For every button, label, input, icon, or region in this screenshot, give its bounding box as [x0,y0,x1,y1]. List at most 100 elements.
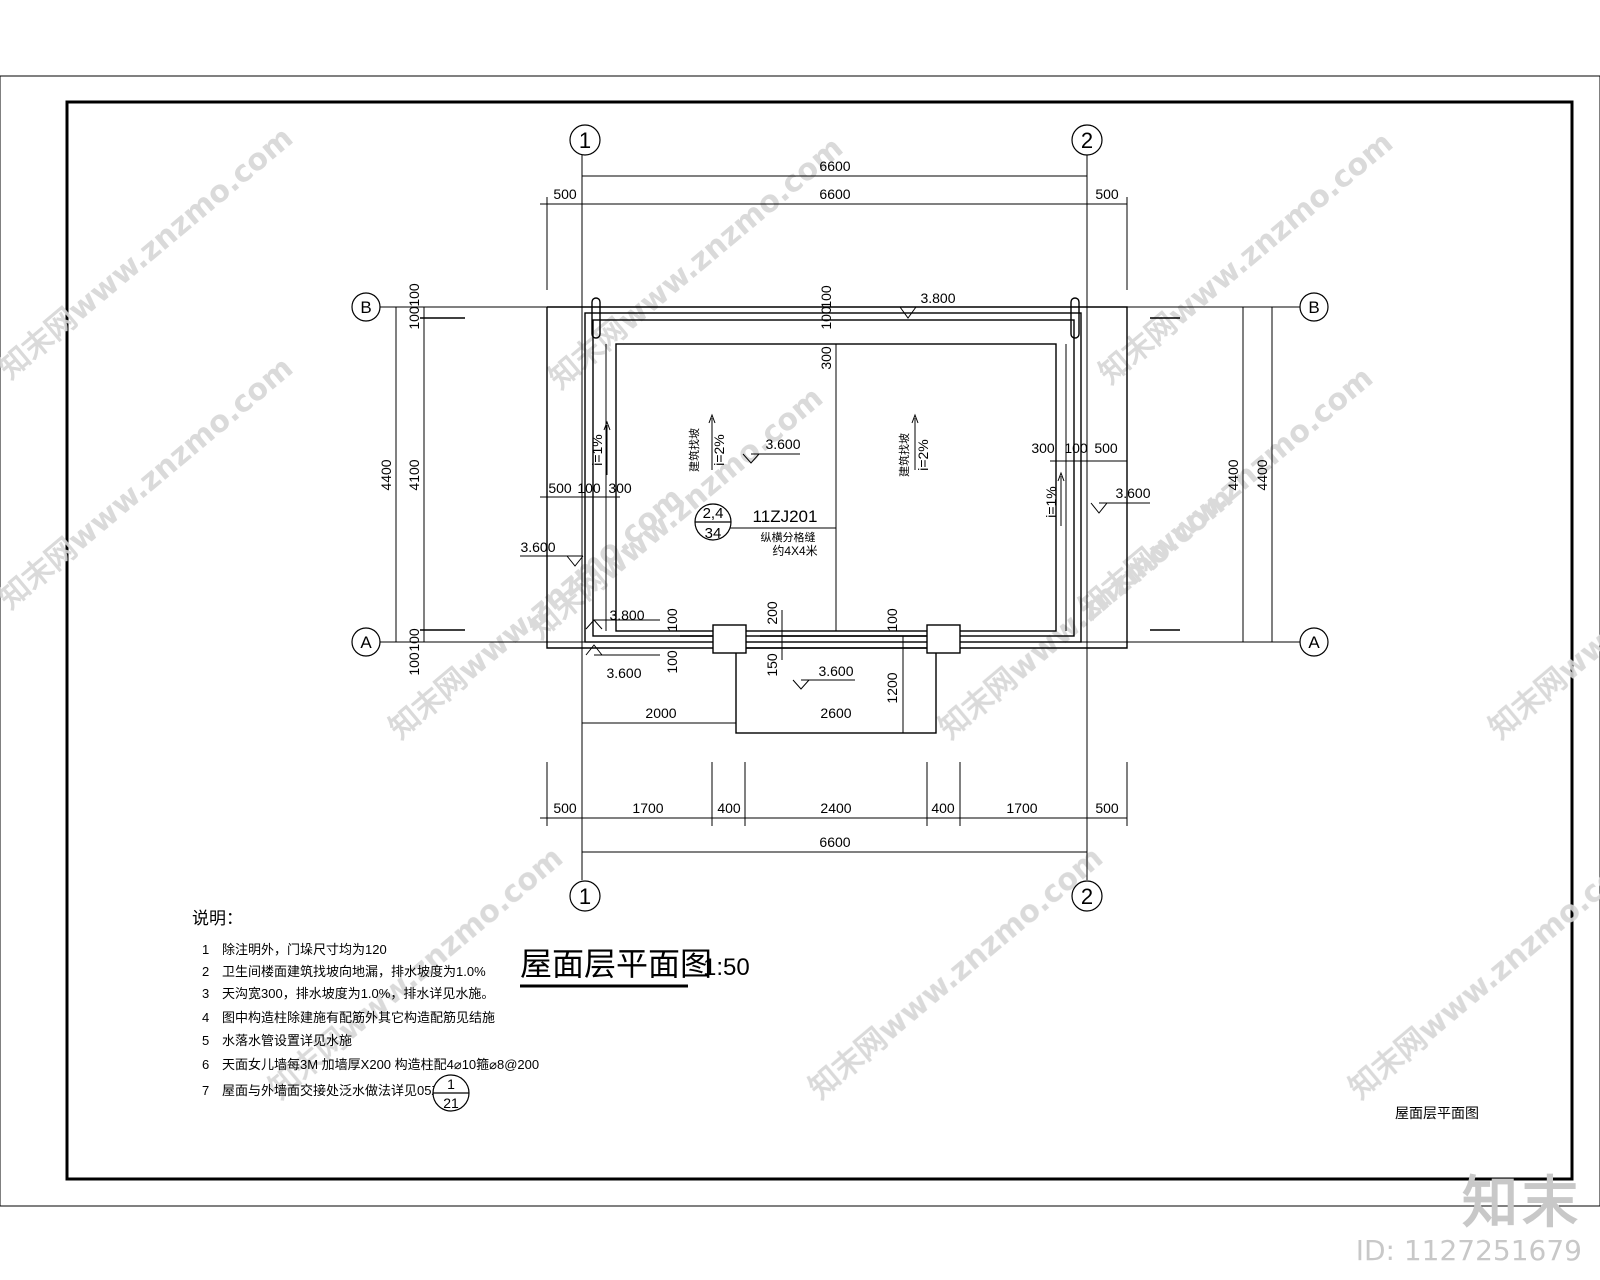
dim-right-500: 500 [1094,440,1118,456]
detail-callout-bottom: 34 [705,525,722,542]
dim-mid-100-a: 100 [818,285,834,309]
dim-left-100-bot: 100 [406,628,422,652]
slope-roof-right-note: 建筑找坡 [897,433,911,477]
dim-mid-300: 300 [818,346,834,370]
grid-label-b-left: B [360,298,371,317]
note-number: 5 [202,1033,209,1048]
grid-label-b-right: B [1308,298,1319,317]
note-text: 天沟宽300，排水坡度为1.0%，排水详见水施。 [222,986,494,1001]
grid-label-1-bottom: 1 [579,884,591,909]
note-number: 1 [202,942,209,957]
slope-right-gutter: i=1% [1043,486,1059,518]
notes-heading: 说明： [192,909,243,928]
dim-left-100-bot2: 100 [406,652,422,676]
watermark-text: 知末网www.znzmo.com [1343,840,1600,1106]
dim-mid-100-b: 100 [818,306,834,330]
dim-left-outer: 4400 [378,459,394,490]
sheet-border [0,75,1600,1207]
dim-right-outer: 4400 [1254,459,1270,490]
watermark-brand: 知末 ID: 1127251679 [1356,1174,1582,1268]
dim-bottom-total: 6600 [819,834,850,850]
watermark-text: 知末网www.znzmo.com [1093,125,1400,391]
watermark-text: 知末网www.znzmo.com [543,130,850,396]
dim-left-row-500: 500 [548,480,572,496]
note-text: 图中构造柱除建施有配筋外其它构造配筋见结施 [222,1010,495,1025]
dim-right-300: 300 [1031,440,1055,456]
watermark-layer: 知末网www.znzmo.com 知末网www.znzmo.com 知末网www… [0,120,1600,1106]
elevation-markers [520,306,1150,690]
dim-left-row-300: 300 [608,480,632,496]
grid-label-a-left: A [360,633,372,652]
elev-roof-left: 3.600 [765,436,800,452]
grid-label-1-top: 1 [579,128,591,153]
slope-roof-right: i=2% [915,439,931,471]
note-text: 屋面与外墙面交接处泛水做法详见05ZJ201 [222,1083,468,1098]
elev-top: 3.800 [920,290,955,306]
bottom-dim-segments: 500 1700 400 2400 400 1700 500 [553,800,1119,816]
dim-left-inner: 4100 [406,459,422,490]
elev-roof-right-edge: 3.600 [1115,485,1150,501]
dimension-lines [395,175,1285,853]
note-text: 天面女儿墙每3M 加墙厚X200 构造柱配4⌀10箍⌀8@200 [222,1057,539,1072]
grid-bubbles [351,124,1329,912]
dim-canopy-200: 200 [764,601,780,625]
dim-canopy-100-a: 100 [664,608,680,632]
drawing-scale: 1:50 [703,954,750,981]
dim-bottom-segment: 500 [1095,800,1119,816]
note-number: 3 [202,986,209,1001]
detail-callout-top: 2,4 [703,505,724,522]
dim-canopy-2000: 2000 [645,705,676,721]
note-number: 4 [202,1010,209,1025]
joint-note-2: 约4X4米 [772,543,817,558]
note7-ref-top: 1 [447,1076,455,1092]
dim-top-overhang-right: 500 [1095,186,1119,202]
title-stamp: 屋面层平面图 [1395,1105,1479,1121]
dim-canopy-100-b: 100 [664,650,680,674]
dim-canopy-2600: 2600 [820,705,851,721]
dim-bottom-segment: 500 [553,800,577,816]
dim-left-row-100: 100 [577,480,601,496]
detail-callout [694,503,732,541]
drawing-frame [65,100,1574,1181]
detail-ref: 11ZJ201 [753,507,818,526]
note-text: 水落水管设置详见水施 [222,1033,352,1048]
dim-canopy-150: 150 [764,653,780,677]
grid-label-2-bottom: 2 [1081,884,1093,909]
dim-right-inner: 4400 [1225,459,1241,490]
slope-left-gutter: i=1% [589,434,605,466]
note7-ref-bot: 21 [443,1095,459,1111]
slope-roof-left: i=2% [711,434,727,466]
drawing-title: 屋面层平面图 [520,946,712,982]
slope-roof-left-note: 建筑找坡 [687,428,701,472]
grid-label-2-top: 2 [1081,128,1093,153]
note7-ref-symbol [432,1074,470,1112]
watermark-text: 知末网www.znzmo.com [933,480,1240,746]
joint-note-1: 纵横分格缝 [761,530,816,544]
note-number: 6 [202,1057,209,1072]
dim-top-overhang-left: 500 [553,186,577,202]
dim-top-total-1: 6600 [819,158,850,174]
note-number: 2 [202,964,209,979]
image-id: ID: 1127251679 [1355,1234,1582,1267]
elev-canopy: 3.600 [818,663,853,679]
note-text: 卫生间楼面建筑找坡向地漏，排水坡度为1.0% [222,964,486,979]
watermark-text: 知末网www.znzmo.com [0,350,300,616]
dim-top-total-2: 6600 [819,186,850,202]
note-text: 除注明外，门垛尺寸均为120 [222,942,387,957]
watermark-text: 知末网www.znzmo.com [803,840,1110,1106]
grid-lines [380,155,1300,880]
dim-canopy-1200: 1200 [884,672,900,703]
elev-bottom-left-bot: 3.600 [606,665,641,681]
dim-bottom-segment: 2400 [820,800,851,816]
watermark-text: 知末网www.znzmo.com [1483,480,1600,746]
watermark-text: 知末网www.znzmo.com [0,120,300,386]
dim-left-100-top: 100 [406,283,422,307]
dim-bottom-segment: 400 [717,800,741,816]
note-number: 7 [202,1083,209,1098]
dim-bottom-segment: 1700 [632,800,663,816]
grid-label-a-right: A [1308,633,1320,652]
dim-canopy-100-c: 100 [884,608,900,632]
dim-left-100-top2: 100 [406,306,422,330]
brand-logo: 知末 [1462,1171,1582,1236]
